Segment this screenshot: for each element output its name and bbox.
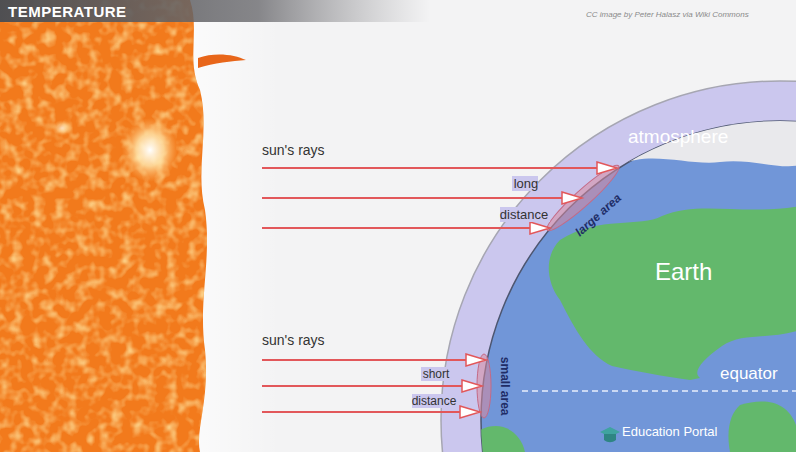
distance-label-box: long distance xyxy=(488,168,562,230)
slide-title: TEMPERATURE xyxy=(8,3,127,21)
distance-label: short distance xyxy=(412,367,459,408)
rays-label: sun's rays xyxy=(262,142,325,159)
watermark: Education Portal xyxy=(622,424,717,440)
area-label: small area xyxy=(497,357,511,416)
distance-label: long distance xyxy=(500,176,550,222)
image-credit: CC image by Peter Halasz via Wiki Common… xyxy=(586,10,749,20)
equator-label: equator xyxy=(720,364,778,384)
node-label: atmosphere xyxy=(628,126,728,149)
distance-label-box: short distance xyxy=(406,360,464,414)
node-label: Earth xyxy=(655,258,712,287)
rays-label: sun's rays xyxy=(262,332,325,349)
